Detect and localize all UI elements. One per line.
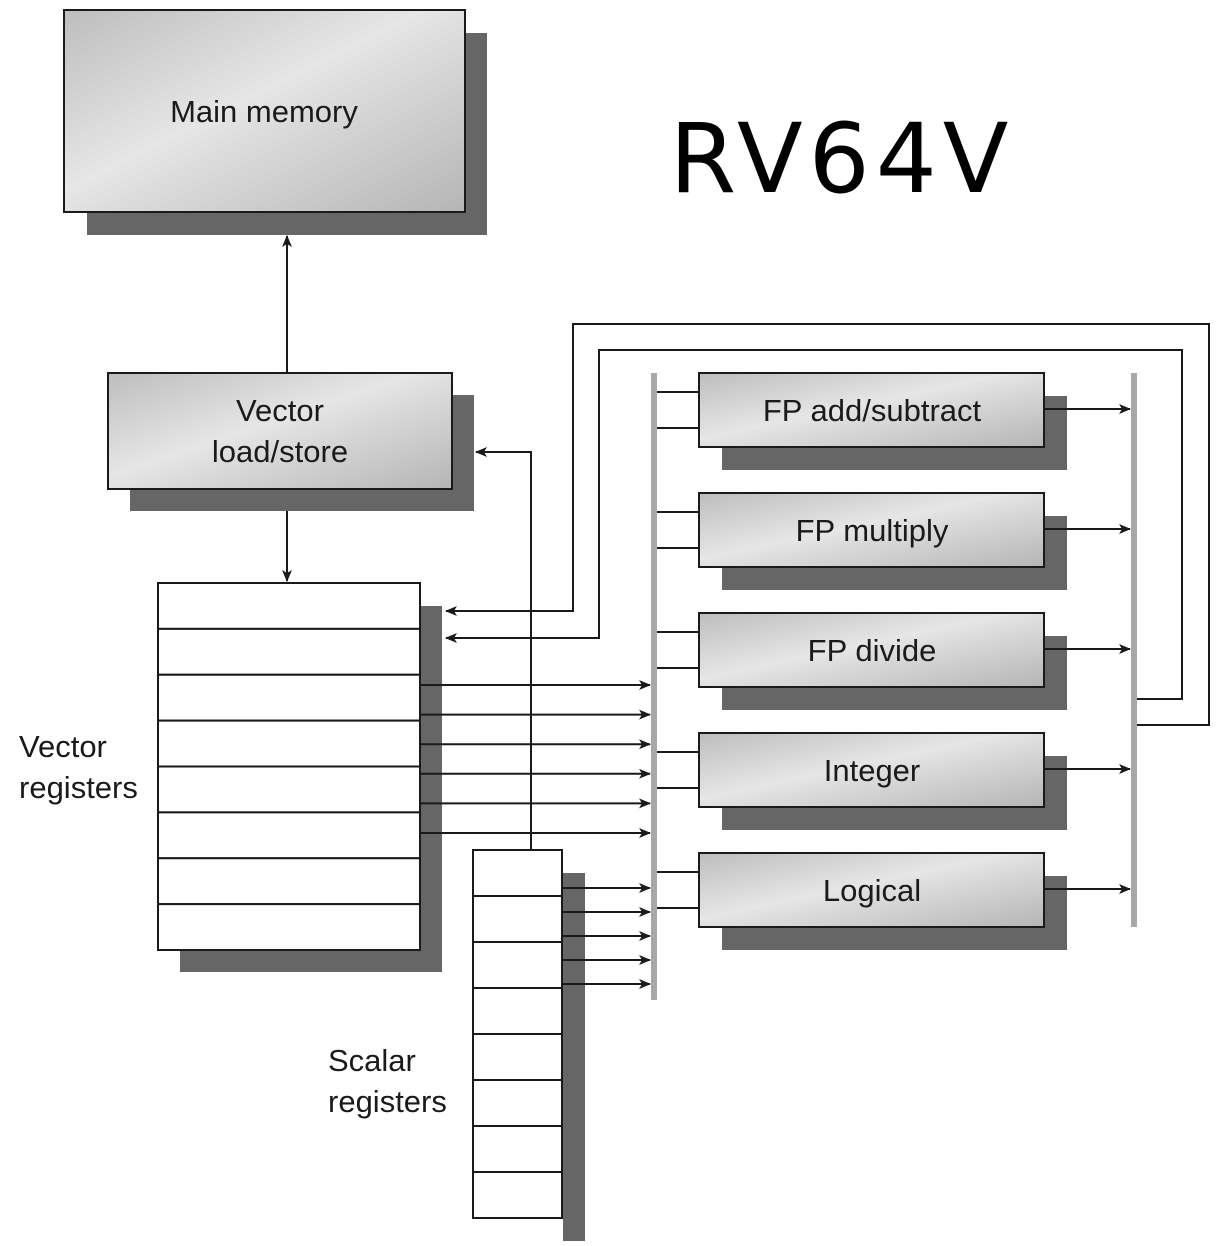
vector-load-store-block: Vector load/store xyxy=(107,372,474,511)
unit-label: Integer xyxy=(824,753,921,788)
writeback-loop-inner xyxy=(445,349,1183,700)
scalar-register xyxy=(472,1079,563,1127)
main-memory-block: Main memory xyxy=(63,9,487,235)
functional-units: FP add/subtract FP multiply FP divideInteg… xyxy=(657,372,1131,950)
load-store-box xyxy=(107,372,453,490)
functional-unit-fp-divide: FP divide xyxy=(657,612,1131,710)
unit-box xyxy=(698,492,1045,568)
unit-label: Logical xyxy=(823,873,921,908)
scalar-to-loadstore-arrow xyxy=(475,447,532,850)
scalar-register xyxy=(472,1125,563,1173)
unit-box xyxy=(698,372,1045,448)
functional-unit-integer: Integer xyxy=(657,732,1131,830)
main-memory-box xyxy=(63,9,466,213)
unit-label: FP add/subtract xyxy=(763,393,982,428)
vector-register xyxy=(157,719,421,768)
diagram-title: RV64V xyxy=(670,103,1015,215)
scalar-register xyxy=(472,1033,563,1081)
scalar-to-bus-arrows xyxy=(563,883,651,989)
scalar-registers-label-line2: registers xyxy=(328,1084,447,1119)
unit-box xyxy=(698,612,1045,688)
unit-box xyxy=(698,732,1045,808)
main-memory-label: Main memory xyxy=(170,94,358,129)
scalar-register-shadow xyxy=(563,873,585,1241)
scalar-register xyxy=(472,987,563,1035)
vector-registers-label-line1: Vector xyxy=(19,729,107,764)
load-store-label-line1: Vector xyxy=(236,393,324,428)
functional-unit-logical: Logical xyxy=(657,852,1131,950)
scalar-registers-label-line1: Scalar xyxy=(328,1043,416,1078)
unit-label: FP multiply xyxy=(796,513,949,548)
scalar-register xyxy=(472,1171,563,1219)
scalar-register xyxy=(472,849,563,897)
vector-register xyxy=(157,765,421,814)
vector-register xyxy=(157,673,421,722)
scalar-register xyxy=(472,895,563,943)
functional-unit-fp-multiply: FP multiply xyxy=(657,492,1131,590)
unit-label: FP divide xyxy=(808,633,937,668)
functional-unit-fp-add-subtract: FP add/subtract xyxy=(657,372,1131,470)
vector-register xyxy=(157,903,421,951)
scalar-register-file xyxy=(472,849,585,1241)
vector-registers-label-line2: registers xyxy=(19,770,138,805)
scalar-register xyxy=(472,941,563,989)
vector-register xyxy=(157,627,421,676)
vector-to-bus-arrows xyxy=(421,680,651,838)
vector-register xyxy=(157,582,421,630)
vector-register-file xyxy=(157,582,442,972)
vector-register xyxy=(157,811,421,860)
vector-register xyxy=(157,857,421,906)
unit-box xyxy=(698,852,1045,928)
load-store-label-line2: load/store xyxy=(212,434,348,469)
writeback-loop-outer xyxy=(445,323,1210,726)
